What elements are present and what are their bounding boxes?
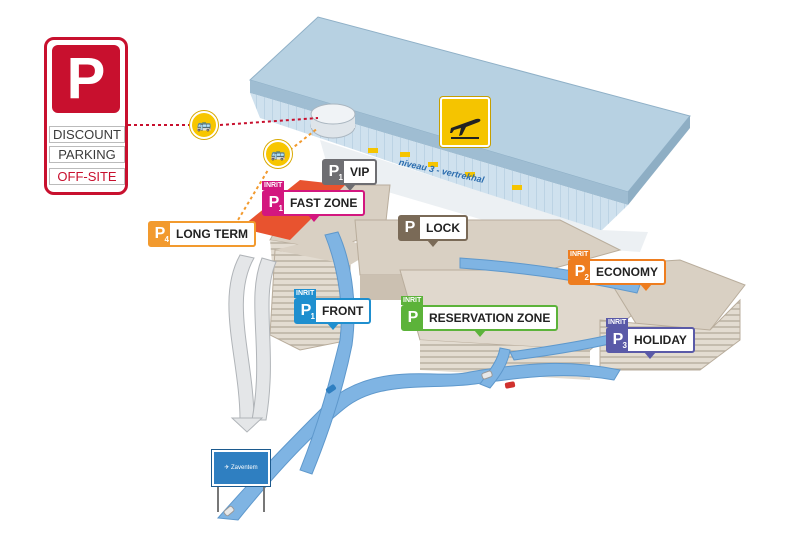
tag-pointer <box>427 240 439 247</box>
inrit-label: INRIT <box>568 250 591 259</box>
departures-plane-icon <box>440 97 490 147</box>
tag-pointer <box>640 284 653 291</box>
road-sign-zaventem: ✈ Zaventem <box>212 450 270 486</box>
parking-label-economy: ECONOMY <box>596 265 659 279</box>
discount-parking-offsite-sign[interactable]: P DISCOUNT PARKING OFF-SITE <box>44 37 128 195</box>
tag-pointer <box>644 352 657 359</box>
parking-label-fast-zone: FAST ZONE <box>290 196 358 210</box>
parking-tag-lock[interactable]: P LOCK <box>398 215 468 247</box>
exit-ramps <box>228 254 277 433</box>
inrit-label: INRIT <box>262 181 285 190</box>
parking-p-icon: P <box>403 307 423 329</box>
parking-label-long-term: LONG TERM <box>176 227 248 241</box>
road-sign-post <box>217 484 265 512</box>
tag-pointer <box>307 215 320 222</box>
parking-label-lock: LOCK <box>426 221 460 235</box>
shuttle-bus-icon: 🚌 <box>264 140 292 168</box>
parking-label: PARKING <box>49 146 125 163</box>
tag-pointer <box>343 184 356 191</box>
discount-label: DISCOUNT <box>49 126 125 143</box>
parking-p-icon: P <box>52 45 120 113</box>
parking-label-vip: VIP <box>350 165 370 179</box>
parking-label-reservation-zone: RESERVATION ZONE <box>429 311 551 325</box>
tag-pointer <box>473 330 486 337</box>
parking-label-front: FRONT <box>322 304 364 318</box>
inrit-label: INRIT <box>294 289 317 298</box>
parking-tag-reservation-zone[interactable]: INRIT P RESERVATION ZONE <box>401 296 559 337</box>
shuttle-routes <box>128 117 319 226</box>
inrit-label: INRIT <box>606 318 629 327</box>
tag-pointer <box>326 323 339 330</box>
shuttle-bus-icon: 🚌 <box>190 111 218 139</box>
cars <box>223 370 516 517</box>
offsite-label: OFF-SITE <box>49 168 125 185</box>
inrit-label: INRIT <box>401 296 424 305</box>
parking-label-holiday: HOLIDAY <box>634 333 687 347</box>
gate-markers <box>368 148 522 190</box>
parking-p-icon: P <box>400 217 420 239</box>
